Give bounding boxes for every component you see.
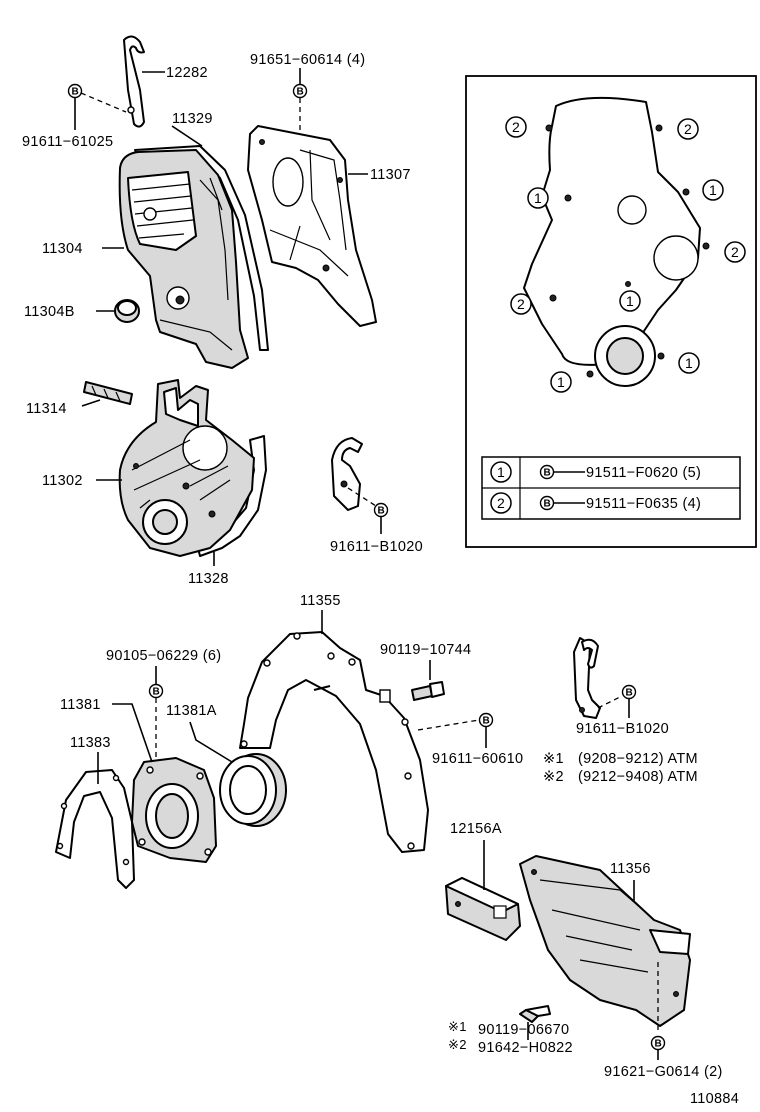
- label-91651-60614: 91651−60614 (4): [250, 52, 365, 68]
- bolt-symbol-91611-61025: B: [67, 83, 83, 99]
- diagram-id: 110884: [690, 1091, 739, 1107]
- label-11356: 11356: [610, 861, 651, 877]
- svg-text:B: B: [378, 506, 385, 517]
- svg-text:B: B: [544, 468, 551, 479]
- inset-housing-drawing: [523, 96, 710, 387]
- legend-row-1-key: 1: [490, 461, 512, 483]
- bolt-symbol-91611-B1020-lower: B: [621, 684, 637, 700]
- legend-row-2-key: 2: [490, 492, 512, 514]
- stiffener-cover-11356: [519, 855, 691, 1027]
- label-91611-61025: 91611−61025: [22, 134, 113, 150]
- oil-seal-retainer-11381: [131, 757, 217, 863]
- bolt-symbol-91651-60614: B: [292, 83, 308, 99]
- label-91611-60610: 91611−60610: [432, 751, 523, 767]
- svg-text:B: B: [72, 87, 79, 98]
- label-12282: 12282: [166, 65, 208, 81]
- timing-cover-upper-11304: [118, 145, 269, 369]
- label-11328: 11328: [188, 571, 229, 587]
- gasket-11383: [55, 769, 135, 889]
- inset-callout-2: 2 2 2 2: [505, 116, 746, 315]
- legend-row-1-part: 91511−F0620 (5): [586, 465, 701, 481]
- svg-text:B: B: [297, 87, 304, 98]
- svg-text:2: 2: [684, 121, 692, 137]
- cover-plate-11307: [247, 125, 377, 327]
- note-2-text: (9212−9408) ATM: [578, 769, 698, 785]
- label-11304B: 11304B: [24, 304, 75, 320]
- bolt-symbol-91611-B1020-upper: B: [373, 502, 389, 518]
- seal-strip-11314: [83, 381, 133, 405]
- legend-row-1-bolt-symbol: B: [539, 464, 555, 480]
- label-11381: 11381: [60, 697, 101, 713]
- label-91621-G0614: 91621−G0614 (2): [604, 1064, 723, 1080]
- hook-bracket-upper: [331, 437, 363, 511]
- inset-frame: [465, 75, 757, 548]
- label-11302: 11302: [42, 473, 83, 489]
- label-11383: 11383: [70, 735, 111, 751]
- label-91611-B1020-lower: 91611−B1020: [576, 721, 669, 737]
- label-91611-B1020-upper: 91611−B1020: [330, 539, 423, 555]
- inset-callout-1: 1 1 1 1 1: [527, 179, 724, 393]
- bolt-symbol-91611-60610: B: [478, 712, 494, 728]
- label-91642-H0822: 91642−H0822: [478, 1040, 573, 1056]
- svg-text:2: 2: [497, 495, 505, 511]
- mark-note-1: ※1: [448, 1019, 467, 1034]
- note-1-text: (9208−9212) ATM: [578, 751, 698, 767]
- svg-text:1: 1: [534, 190, 542, 206]
- label-11314: 11314: [26, 401, 67, 417]
- svg-text:1: 1: [626, 293, 634, 309]
- end-plate-11355: [239, 631, 429, 853]
- svg-text:B: B: [626, 688, 633, 699]
- mount-block-12156A: [445, 877, 521, 941]
- svg-text:1: 1: [685, 355, 693, 371]
- svg-text:2: 2: [731, 244, 739, 260]
- legend-row-2-part: 91511−F0635 (4): [586, 496, 701, 512]
- bracket-12282: [123, 35, 145, 128]
- label-90119-10744: 90119−10744: [380, 642, 471, 658]
- label-12156A: 12156A: [450, 821, 502, 837]
- svg-text:1: 1: [557, 374, 565, 390]
- inset-legend-table: 1 2 B B 91511−F0620 (5) 91511−F0635 (4): [481, 456, 741, 520]
- timing-cover-lower-11302: [118, 379, 267, 557]
- legend-row-2-bolt-symbol: B: [539, 495, 555, 511]
- hook-bracket-lower: [573, 637, 601, 719]
- label-90105-06229: 90105−06229 (6): [106, 648, 221, 664]
- label-11381A: 11381A: [166, 703, 217, 719]
- note-2-mark: ※2: [543, 769, 564, 785]
- label-90119-06670: 90119−06670: [478, 1022, 569, 1038]
- note-1-mark: ※1: [543, 751, 564, 767]
- plug-11304B: [114, 299, 140, 323]
- bolt-90119-06670: [519, 1005, 551, 1023]
- svg-text:B: B: [544, 499, 551, 510]
- mark-note-2: ※2: [448, 1037, 467, 1052]
- label-11355: 11355: [300, 593, 341, 609]
- svg-text:1: 1: [709, 182, 717, 198]
- bolt-symbol-91621-G0614: B: [650, 1035, 666, 1051]
- svg-text:B: B: [655, 1039, 662, 1050]
- svg-text:B: B: [483, 716, 490, 727]
- label-11307: 11307: [370, 167, 411, 183]
- svg-text:2: 2: [517, 296, 525, 312]
- label-11329: 11329: [172, 111, 213, 127]
- oil-seal-11381A: [219, 753, 287, 827]
- svg-text:B: B: [153, 687, 160, 698]
- bolt-symbol-90105-06229: B: [148, 683, 164, 699]
- bolt-90119-10744: [411, 681, 445, 701]
- label-11304: 11304: [42, 241, 83, 257]
- svg-text:2: 2: [512, 119, 520, 135]
- svg-text:1: 1: [497, 464, 505, 480]
